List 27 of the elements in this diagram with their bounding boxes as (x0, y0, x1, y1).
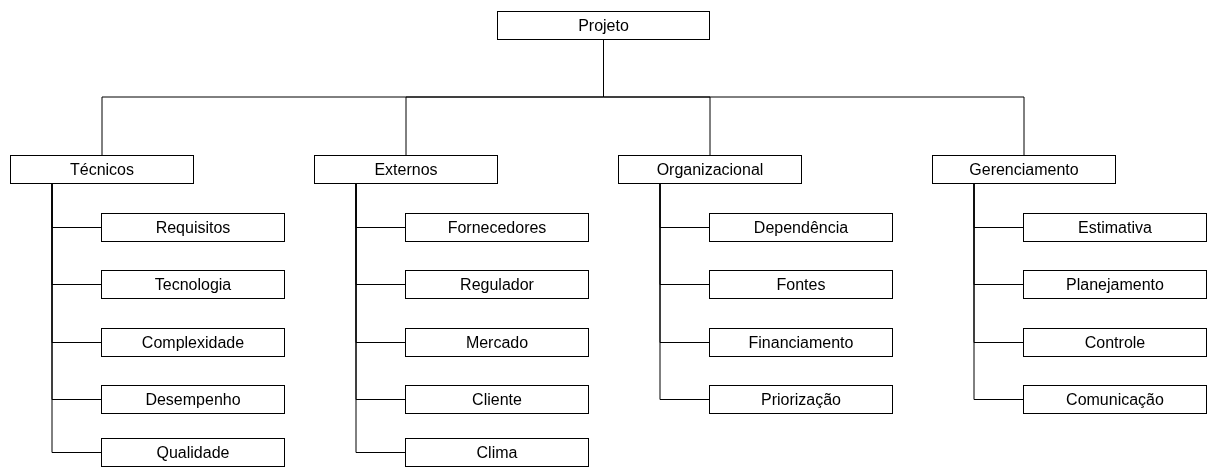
item-box: Clima (405, 438, 589, 467)
category-box: Organizacional (618, 155, 802, 184)
item-box: Planejamento (1023, 270, 1207, 299)
item-box: Desempenho (101, 385, 285, 414)
item-box: Mercado (405, 328, 589, 357)
item-box: Regulador (405, 270, 589, 299)
item-box: Controle (1023, 328, 1207, 357)
item-box: Cliente (405, 385, 589, 414)
item-box: Complexidade (101, 328, 285, 357)
item-box: Qualidade (101, 438, 285, 467)
item-box: Dependência (709, 213, 893, 242)
item-box: Tecnologia (101, 270, 285, 299)
item-box: Fontes (709, 270, 893, 299)
connector-line (659, 183, 710, 400)
category-box: Técnicos (10, 155, 194, 184)
item-box: Priorização (709, 385, 893, 414)
item-box: Fornecedores (405, 213, 589, 242)
root-box: Projeto (497, 11, 710, 40)
item-box: Comunicação (1023, 385, 1207, 414)
connector-line (973, 183, 1024, 400)
item-box: Requisitos (101, 213, 285, 242)
category-box: Gerenciamento (932, 155, 1116, 184)
connector-line (355, 183, 406, 453)
item-box: Estimativa (1023, 213, 1207, 242)
item-box: Financiamento (709, 328, 893, 357)
category-box: Externos (314, 155, 498, 184)
connector-line (51, 183, 102, 453)
